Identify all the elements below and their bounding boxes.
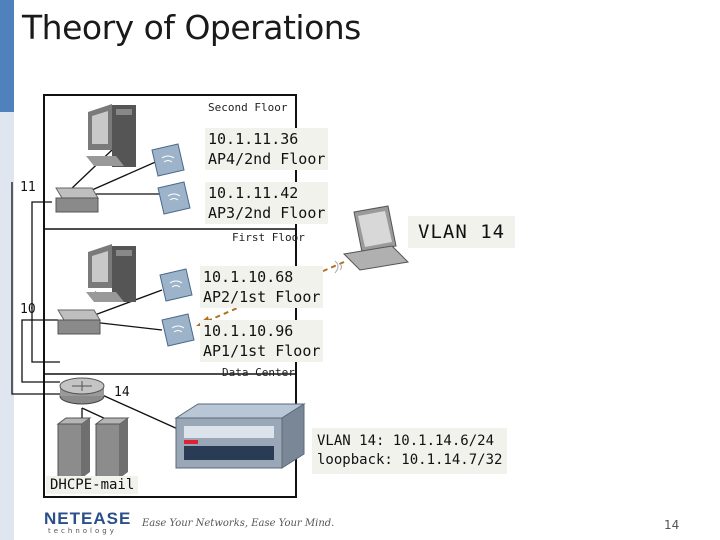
vlan-label-11: 11 <box>20 180 36 195</box>
ap3-label: 10.1.11.42 AP3/2nd Floor <box>205 182 329 224</box>
accent-line <box>0 112 14 540</box>
page-number: 14 <box>664 518 680 532</box>
ap2-icon <box>159 268 193 302</box>
ap1-icon <box>161 313 195 347</box>
ap4-name: AP4/2nd Floor <box>208 150 326 168</box>
controller-vlan-ip: VLAN 14: 10.1.14.6/24 <box>317 433 495 449</box>
company-tagline: Ease Your Networks, Ease Your Mind. <box>142 518 335 529</box>
ap2-name: AP2/1st Floor <box>203 288 321 306</box>
client-vlan-label: VLAN 14 <box>408 216 516 248</box>
switch-1st-floor-icon <box>57 309 101 335</box>
laptop-icon <box>342 205 410 271</box>
zone-label-data-center: Data Center <box>222 366 295 379</box>
ap2-label: 10.1.10.68 AP2/1st Floor <box>200 266 324 308</box>
ap1-ip: 10.1.10.96 <box>203 322 294 340</box>
vlan-label-10: 10 <box>20 302 36 317</box>
slide-title: Theory of Operations <box>22 8 361 47</box>
ap4-icon <box>151 143 185 177</box>
controller-loopback: loopback: 10.1.14.7/32 <box>317 452 503 468</box>
switch-2nd-floor-icon <box>55 187 99 213</box>
accent-bar <box>0 0 14 112</box>
company-logo-sub: technology <box>48 527 117 535</box>
core-router-icon <box>59 377 105 405</box>
controller-info: VLAN 14: 10.1.14.6/24 loopback: 10.1.14.… <box>312 428 508 474</box>
pc-1st-floor-icon <box>86 244 136 302</box>
ap3-icon <box>157 181 191 215</box>
ap2-ip: 10.1.10.68 <box>203 268 294 286</box>
ap3-ip: 10.1.11.42 <box>208 184 299 202</box>
ap3-name: AP3/2nd Floor <box>208 204 326 222</box>
wireless-signal-icon <box>334 260 342 274</box>
ap1-name: AP1/1st Floor <box>203 342 321 360</box>
zone-label-second-floor: Second Floor <box>208 101 288 114</box>
ap4-label: 10.1.11.36 AP4/2nd Floor <box>205 128 329 170</box>
pc-2nd-floor-icon <box>86 104 136 167</box>
ap4-ip: 10.1.11.36 <box>208 130 299 148</box>
server-rack-icon <box>56 417 130 479</box>
zone-label-first-floor: First Floor <box>232 231 305 244</box>
ap1-label: 10.1.10.96 AP1/1st Floor <box>200 320 324 362</box>
server-label: DHCPE-mail <box>46 476 139 494</box>
wireless-controller-icon <box>174 403 306 469</box>
cabling <box>11 149 181 431</box>
vlan-label-14: 14 <box>114 385 130 400</box>
company-logo: NETEASE <box>44 509 132 528</box>
